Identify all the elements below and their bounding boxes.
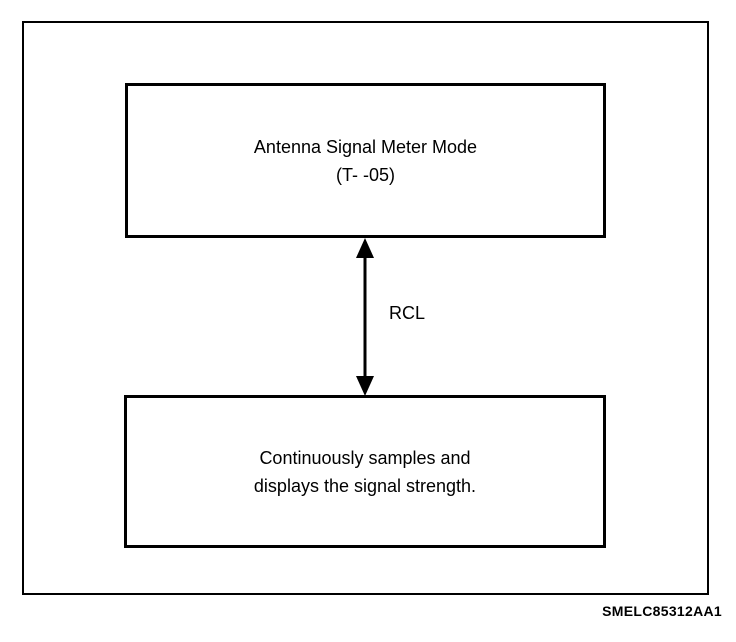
- top-box-code: (T- -05): [335, 164, 395, 185]
- diagram-frame: [22, 21, 709, 595]
- arrow-head-down: [356, 376, 374, 396]
- rcl-label: RCL: [389, 303, 426, 323]
- continuous-sampling-box: Continuously samples and displays the si…: [124, 395, 606, 548]
- bottom-box-line-2: displays the signal strength.: [253, 475, 477, 496]
- antenna-signal-meter-mode-box: Antenna Signal Meter Mode (T- -05): [125, 83, 606, 238]
- bidirectional-arrow: [356, 238, 374, 396]
- bottom-box-line-1: Continuously samples and: [259, 447, 471, 468]
- top-box-title: Antenna Signal Meter Mode: [253, 136, 478, 157]
- arrow-head-up: [356, 238, 374, 258]
- figure-code: SMELC85312AA1: [602, 603, 722, 619]
